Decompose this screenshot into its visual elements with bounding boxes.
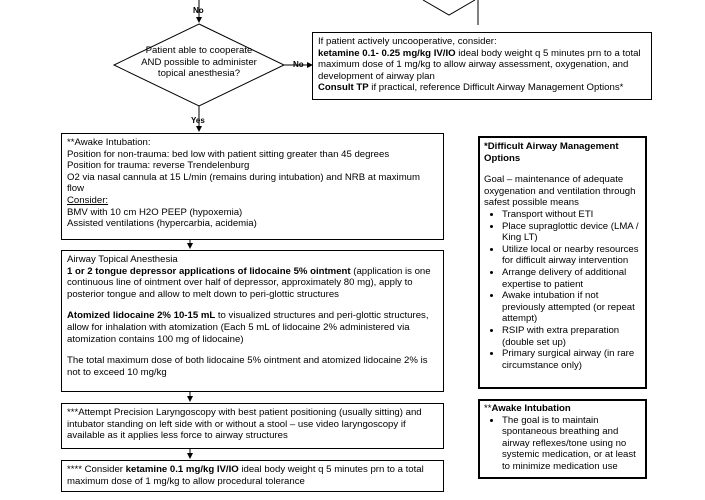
- uncoop-drug: ketamine 0.1- 0.25 mg/kg IV/IO: [318, 47, 456, 59]
- topical-ointment-detail: (application is one continuous line of o…: [67, 265, 431, 300]
- awake-intubation-note-box: **Awake Intubation The goal is to mainta…: [478, 399, 647, 479]
- topical-ointment: 1 or 2 tongue depressor applications of …: [67, 265, 351, 277]
- ketamine-drug: ketamine 0.1 mg/kg IV/IO: [125, 464, 239, 475]
- awake-title: **Awake Intubation:: [67, 137, 151, 148]
- ketamine-rest: ideal body weight q 5 minutes prn to a t…: [67, 464, 424, 487]
- topical-anesthesia-box: Airway Topical Anesthesia 1 or 2 tongue …: [61, 250, 444, 392]
- ketamine-pre: **** Consider: [67, 464, 126, 475]
- label-no-top: No: [193, 6, 204, 15]
- list-item: Utilize local or nearby resources for di…: [502, 244, 641, 267]
- awake-note-title: Awake Intubation: [491, 403, 571, 414]
- ketamine-box: **** Consider ketamine 0.1 mg/kg IV/IO i…: [61, 460, 444, 492]
- list-item: Primary surgical airway (in rare circums…: [502, 348, 641, 371]
- awake-bmv: BMV with 10 cm H2O PEEP (hypoxemia): [67, 206, 243, 218]
- list-item: Transport without ETI: [502, 209, 641, 221]
- awake-note-prefix: **: [484, 403, 492, 414]
- list-item: Place supraglottic device (LMA / King LT…: [502, 221, 641, 244]
- difficult-airway-box: *Difficult Airway Management Options Goa…: [478, 136, 647, 389]
- difficult-airway-options: Transport without ETI Place supraglottic…: [484, 209, 641, 371]
- uncoop-intro: If patient actively uncooperative, consi…: [318, 36, 497, 47]
- decision-line-3: topical anesthesia?: [157, 68, 241, 80]
- label-yes: Yes: [191, 116, 205, 125]
- decision-text: Patient able to cooperate AND possible t…: [128, 45, 270, 80]
- awake-intubation-box: **Awake Intubation: Position for non-tra…: [61, 133, 444, 240]
- awake-position-nontrauma: Position for non-trauma: bed low with pa…: [67, 148, 390, 160]
- difficult-airway-title: *Difficult Airway Management Options: [484, 141, 619, 164]
- difficult-airway-goal: Goal – maintenance of adequate oxygenati…: [484, 174, 636, 209]
- topical-atomized: Atomized lidocaine 2% 10-15 mL: [67, 310, 216, 322]
- upper-decision-diamond: [422, 0, 476, 16]
- laryngoscopy-box: ***Attempt Precision Laryngoscopy with b…: [61, 403, 444, 449]
- topical-atomized-detail: to visualized structures and peri-glotti…: [67, 310, 429, 345]
- awake-note-list: The goal is to maintain spontaneous brea…: [484, 415, 641, 473]
- label-no-side: No: [293, 60, 304, 69]
- list-item: Awake intubation if not previously attem…: [502, 290, 641, 325]
- list-item: Arrange delivery of additional expertise…: [502, 267, 641, 290]
- decision-line-1: Patient able to cooperate: [145, 45, 253, 56]
- laryngoscopy-text: ***Attempt Precision Laryngoscopy with b…: [67, 407, 422, 442]
- decision-line-2: AND possible to administer: [141, 56, 257, 68]
- topical-title: Airway Topical Anesthesia: [67, 254, 178, 265]
- topical-total-dose: The total maximum dose of both lidocaine…: [67, 355, 428, 378]
- awake-consider: Consider:: [67, 194, 109, 206]
- list-item: RSIP with extra preparation (double set …: [502, 325, 641, 348]
- awake-position-trauma: Position for trauma: reverse Trendelenbu…: [67, 160, 250, 172]
- uncoop-consult-rest: if practical, reference Difficult Airway…: [368, 82, 624, 94]
- uncoop-drug-rest: ideal body weight q 5 minutes prn to a t…: [318, 47, 641, 82]
- uncoop-consult: Consult TP: [318, 82, 369, 94]
- awake-oxygen: O2 via nasal cannula at 15 L/min (remain…: [67, 171, 421, 195]
- uncooperative-box: If patient actively uncooperative, consi…: [312, 32, 652, 100]
- awake-assisted: Assisted ventilations (hypercarbia, acid…: [67, 218, 257, 230]
- list-item: The goal is to maintain spontaneous brea…: [502, 415, 641, 473]
